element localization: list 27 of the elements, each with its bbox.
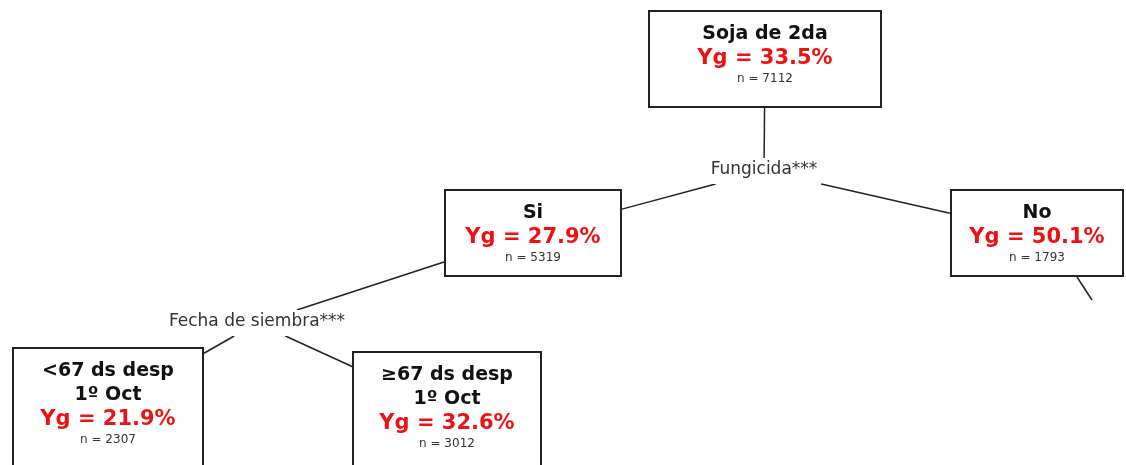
connector-line <box>621 183 717 210</box>
sample-size: n = 3012 <box>419 435 475 451</box>
connector-line <box>763 107 766 159</box>
connector-line <box>820 183 951 214</box>
connector-line <box>296 261 445 311</box>
sample-size: n = 5319 <box>505 249 561 265</box>
node-box <box>648 10 882 108</box>
yield-gap-value: Yg = 27.9% <box>465 223 601 249</box>
yield-gap-value: Yg = 32.6% <box>379 409 515 435</box>
node-heading: No <box>1022 199 1052 223</box>
node-heading: Si <box>522 199 544 223</box>
node-box <box>444 189 622 277</box>
sample-size: n = 7112 <box>737 70 793 86</box>
sample-size: n = 1793 <box>1009 249 1065 265</box>
yield-gap-value: Yg = 33.5% <box>697 44 833 70</box>
node-box <box>950 189 1124 277</box>
node-heading: ≥67 ds desp 1º Oct <box>380 361 514 409</box>
node-heading: Soja de 2da <box>702 20 828 44</box>
sample-size: n = 2307 <box>80 431 136 447</box>
node-box <box>12 347 204 465</box>
yield-gap-value: Yg = 21.9% <box>40 405 176 431</box>
yield-gap-value: Yg = 50.1% <box>969 223 1105 249</box>
node-heading: <67 ds desp 1º Oct <box>41 357 175 405</box>
connector-line <box>203 335 235 354</box>
connector-line <box>1076 276 1093 301</box>
node-box <box>352 351 542 465</box>
connector-line <box>284 335 353 368</box>
